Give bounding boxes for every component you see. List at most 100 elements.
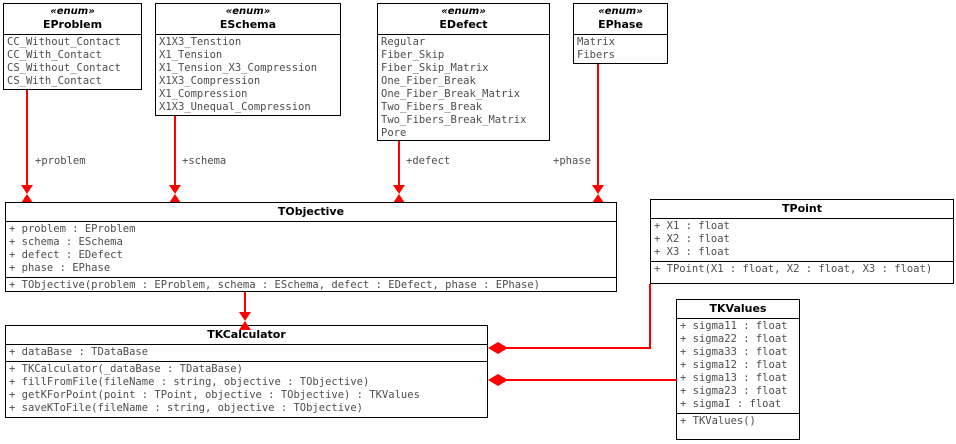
operations-compartment-tkvalues: + TKValues() <box>677 413 799 438</box>
operation-row: + TKValues() <box>680 415 756 427</box>
connector-line-schema <box>174 116 176 191</box>
connector-line-defect <box>398 141 400 191</box>
composition-diamond-schema-lower <box>169 194 181 203</box>
enum-literal: X1X3_Unequal_Compression <box>159 101 311 113</box>
enum-literal: Pore <box>381 127 407 139</box>
enum-literal: CC_Without_Contact <box>7 36 121 48</box>
composition-diamond-problem-lower <box>21 194 33 203</box>
class-box-tkvalues[interactable]: TKValues + sigma11 : float + sigma22 : f… <box>676 299 800 440</box>
operation-row: + fillFromFile(fileName : string, object… <box>9 376 370 388</box>
enum-literal: One_Fiber_Break_Matrix <box>381 88 521 100</box>
edge-label-schema: +schema <box>182 155 227 167</box>
attribute-row: + problem : EProblem <box>9 223 136 235</box>
attribute-row: + phase : EPhase <box>9 262 111 274</box>
attribute-row: + defect : EDefect <box>9 249 123 261</box>
operation-row: + TKCalculator(_dataBase : TDataBase) <box>9 363 243 375</box>
enum-literal: CC_With_Contact <box>7 49 102 61</box>
attribute-row: + dataBase : TDataBase <box>9 346 149 358</box>
composition-diamond-defect <box>393 185 405 194</box>
enum-literal: Matrix <box>577 36 615 48</box>
enum-literal: X1X3_Tenstion <box>159 36 242 48</box>
attribute-row: + X3 : float <box>654 246 730 258</box>
enum-literal: Regular <box>381 36 426 48</box>
class-header-eschema: «enum» ESchema <box>156 4 340 35</box>
stereotype-label: «enum» <box>441 6 486 17</box>
composition-diamond-phase <box>592 185 604 194</box>
attribute-row: + schema : ESchema <box>9 236 123 248</box>
class-name-label: ESchema <box>219 18 277 31</box>
literals-compartment-ephase: Matrix Fibers <box>574 35 667 63</box>
operations-compartment-tkcalculator: + TKCalculator(_dataBase : TDataBase) + … <box>6 361 487 417</box>
class-box-ephase[interactable]: «enum» EPhase Matrix Fibers <box>573 3 668 64</box>
composition-diamond-point-right <box>498 342 508 354</box>
literals-compartment-eproblem: CC_Without_Contact CC_With_Contact CS_Wi… <box>4 35 141 89</box>
class-name-label: TKCalculator <box>207 328 286 341</box>
enum-literal: One_Fiber_Break <box>381 75 476 87</box>
attributes-compartment-tkvalues: + sigma11 : float + sigma22 : float + si… <box>677 319 799 413</box>
composition-diamond-kvalues-left <box>488 374 498 386</box>
edge-label-problem: +problem <box>35 155 86 167</box>
attributes-compartment-tpoint: + X1 : float + X2 : float + X3 : float <box>651 219 953 261</box>
class-box-tkcalculator[interactable]: TKCalculator + dataBase : TDataBase + TK… <box>5 325 488 418</box>
composition-diamond-point-left <box>488 342 498 354</box>
class-name-label: TObjective <box>277 205 345 218</box>
literals-compartment-eschema: X1X3_Tenstion X1_Tension X1_Tension_X3_C… <box>156 35 340 115</box>
attribute-row: + sigma23 : float <box>680 385 788 397</box>
class-name-label: EProblem <box>42 18 103 31</box>
enum-literal: X1_Tension <box>159 49 223 61</box>
composition-diamond-problem <box>21 185 33 194</box>
class-box-tobjective[interactable]: TObjective + problem : EProblem + schema… <box>5 202 617 292</box>
connector-line-problem <box>26 90 28 191</box>
class-header-tpoint: TPoint <box>651 200 953 219</box>
composition-diamond-objective-calculator-lower <box>239 321 251 330</box>
class-header-ephase: «enum» EPhase <box>574 4 667 35</box>
class-header-tkcalculator: TKCalculator <box>6 326 487 345</box>
enum-literal: Fibers <box>577 49 615 61</box>
connector-line-calculator-kvalues <box>500 379 677 381</box>
class-header-eproblem: «enum» EProblem <box>4 4 141 35</box>
edge-label-phase: +phase <box>553 155 591 167</box>
class-box-eschema[interactable]: «enum» ESchema X1X3_Tenstion X1_Tension … <box>155 3 341 116</box>
class-name-label: EDefect <box>439 18 488 31</box>
enum-literal: CS_With_Contact <box>7 75 102 87</box>
operation-row: + TObjective(problem : EProblem, schema … <box>9 279 541 291</box>
enum-literal: X1X3_Compression <box>159 75 261 87</box>
composition-diamond-kvalues-right <box>498 374 508 386</box>
attribute-row: + sigma11 : float <box>680 320 788 332</box>
operations-compartment-tobjective: + TObjective(problem : EProblem, schema … <box>6 277 616 291</box>
stereotype-label: «enum» <box>50 6 95 17</box>
attributes-compartment-tobjective: + problem : EProblem + schema : ESchema … <box>6 222 616 277</box>
attribute-row: + X2 : float <box>654 233 730 245</box>
stereotype-label: «enum» <box>598 6 643 17</box>
attributes-compartment-tkcalculator: + dataBase : TDataBase <box>6 345 487 361</box>
class-name-label: EPhase <box>598 18 643 31</box>
class-box-eproblem[interactable]: «enum» EProblem CC_Without_Contact CC_Wi… <box>3 3 142 90</box>
class-box-tpoint[interactable]: TPoint + X1 : float + X2 : float + X3 : … <box>650 199 954 284</box>
composition-diamond-defect-lower <box>393 194 405 203</box>
composition-diamond-schema <box>169 185 181 194</box>
attribute-row: + sigma12 : float <box>680 359 788 371</box>
operation-row: + TPoint(X1 : float, X2 : float, X3 : fl… <box>654 263 933 275</box>
enum-literal: Fiber_Skip <box>381 49 445 61</box>
operation-row: + getKForPoint(point : TPoint, objective… <box>9 389 420 401</box>
connector-line-objective-calculator <box>244 292 246 318</box>
class-box-edefect[interactable]: «enum» EDefect Regular Fiber_Skip Fiber_… <box>377 3 550 141</box>
enum-literal: X1_Compression <box>159 88 248 100</box>
stereotype-label: «enum» <box>225 6 271 17</box>
attribute-row: + X1 : float <box>654 220 730 232</box>
enum-literal: Two_Fibers_Break_Matrix <box>381 114 527 126</box>
class-header-edefect: «enum» EDefect <box>378 4 549 35</box>
class-header-tkvalues: TKValues <box>677 300 799 319</box>
operation-row: + saveKToFile(fileName : string, objecti… <box>9 402 364 414</box>
class-name-label: TKValues <box>709 302 767 315</box>
attribute-row: + sigma22 : float <box>680 333 788 345</box>
attribute-row: + sigma33 : float <box>680 346 788 358</box>
composition-diamond-phase-lower <box>592 194 604 203</box>
operations-compartment-tpoint: + TPoint(X1 : float, X2 : float, X3 : fl… <box>651 261 953 283</box>
literals-compartment-edefect: Regular Fiber_Skip Fiber_Skip_Matrix One… <box>378 35 549 140</box>
enum-literal: CS_Without_Contact <box>7 62 121 74</box>
enum-literal: Two_Fibers_Break <box>381 101 483 113</box>
enum-literal: Fiber_Skip_Matrix <box>381 62 489 74</box>
composition-diamond-objective-calculator <box>239 312 251 321</box>
